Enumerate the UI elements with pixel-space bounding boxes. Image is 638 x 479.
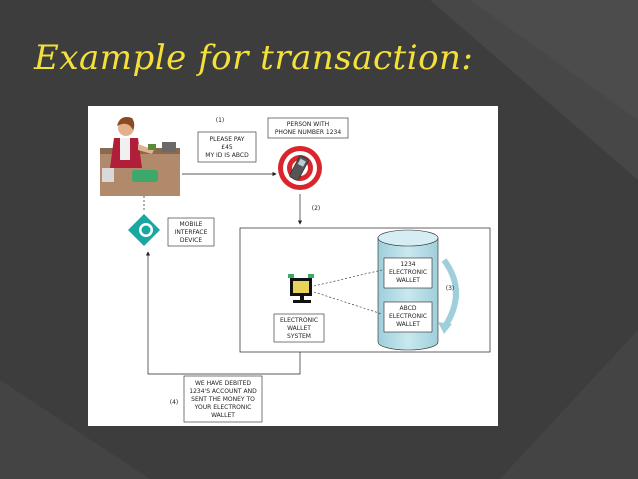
step-2-label: (2) [312, 205, 321, 212]
please-pay-box: PLEASE PAY £45 MY ID IS ABCD [197, 131, 257, 163]
person-line-1: PERSON WITH [287, 121, 329, 128]
slide-title: Example for transaction: [34, 38, 474, 78]
mobile-interface-icon [128, 214, 160, 246]
wallet-system-line-2: WALLET [287, 325, 311, 332]
please-pay-line-1: PLEASE PAY [210, 136, 245, 143]
step-3-label: (3) [446, 285, 455, 292]
wallet-1234-line-2: ELECTRONIC [389, 269, 427, 276]
wallet-1234-line-3: WALLET [396, 277, 420, 284]
person-box: PERSON WITH PHONE NUMBER 1234 [267, 117, 349, 139]
debit-line-5: WALLET [211, 412, 235, 419]
wallet-abcd-line-3: WALLET [396, 321, 420, 328]
arrow-return-to-device [145, 251, 301, 375]
debit-message-box: WE HAVE DEBITED 1234'S ACCOUNT AND SENT … [183, 375, 263, 423]
mobile-device-line-2: INTERFACE [175, 229, 208, 236]
step-1-label: (1) [216, 117, 225, 124]
wallet-system-line-3: SYSTEM [287, 333, 311, 340]
step-4-label: (4) [170, 399, 179, 406]
cashier-clipart [100, 117, 180, 196]
mobile-device-box: MOBILE INTERFACE DEVICE [167, 217, 215, 247]
wallet-system-line-1: ELECTRONIC [280, 317, 318, 324]
mobile-device-line-1: MOBILE [180, 221, 203, 228]
wallet-abcd-line-2: ELECTRONIC [389, 313, 427, 320]
debit-line-3: SENT THE MONEY TO [191, 396, 255, 403]
mobile-phone-icon [278, 146, 322, 190]
mobile-device-line-3: DEVICE [180, 237, 202, 244]
wallet-1234-line-1: 1234 [400, 261, 415, 268]
computer-icon [288, 274, 314, 303]
transaction-diagram: PLEASE PAY £45 MY ID IS ABCD (1) PERSON … [100, 117, 491, 423]
wallet-1234-box: 1234 ELECTRONIC WALLET [383, 257, 433, 289]
please-pay-line-2: £45 [221, 144, 233, 151]
wallet-abcd-box: ABCD ELECTRONIC WALLET [383, 301, 433, 333]
debit-line-2: 1234'S ACCOUNT AND [189, 388, 257, 395]
person-line-2: PHONE NUMBER 1234 [275, 129, 342, 136]
debit-line-4: YOUR ELECTRONIC [194, 404, 252, 411]
transfer-curved-arrow [438, 258, 459, 334]
debit-line-1: WE HAVE DEBITED [195, 380, 251, 387]
wallet-system-box: ELECTRONIC WALLET SYSTEM [273, 313, 325, 343]
diagram-panel: PLEASE PAY £45 MY ID IS ABCD (1) PERSON … [88, 106, 498, 426]
please-pay-line-3: MY ID IS ABCD [205, 152, 249, 159]
wallet-abcd-line-1: ABCD [400, 305, 417, 312]
